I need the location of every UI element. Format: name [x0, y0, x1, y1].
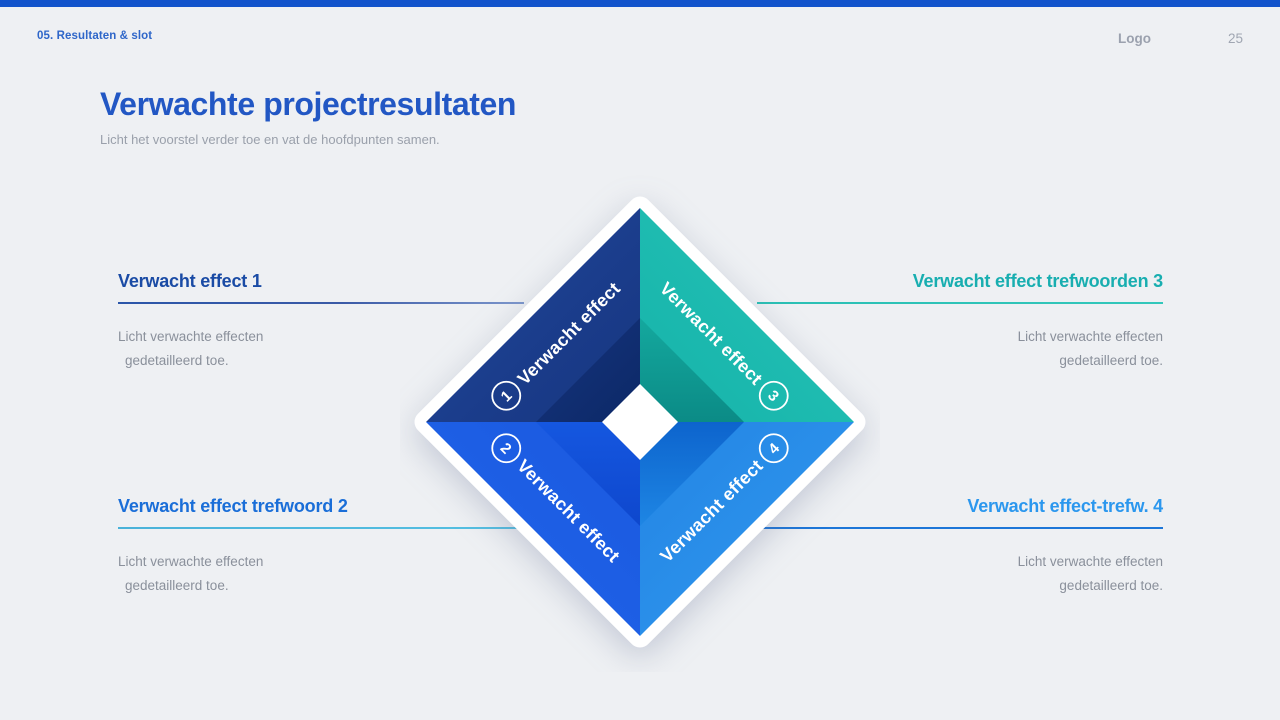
effect-desc-line: Licht verwachte effecten: [118, 554, 264, 569]
diamond-segment-2-inner: [536, 422, 640, 526]
effect-description-1: Licht verwachte effecten gedetailleerd t…: [118, 325, 524, 372]
effect-desc-line: gedetailleerd toe.: [125, 577, 229, 593]
effect-desc-line: gedetailleerd toe.: [1059, 577, 1163, 593]
page-subtitle: Licht het voorstel verder toe en vat de …: [100, 132, 440, 147]
page-title: Verwachte projectresultaten: [100, 86, 517, 122]
diamond-segment-1-inner: [536, 318, 640, 422]
effect-description-2: Licht verwachte effecten gedetailleerd t…: [118, 550, 524, 597]
diamond-segment-3-inner: [640, 318, 744, 422]
diamond-segment-3-outer: [640, 208, 854, 422]
effect-block-2: Verwacht effect trefwoord 2 Licht verwac…: [118, 496, 524, 597]
number-badge-circle: [758, 433, 789, 464]
diamond-segment-1-outer: [426, 208, 640, 422]
diamond-segment-4-inner: [640, 422, 744, 526]
diamond-segment-2-outer: [426, 422, 640, 636]
top-accent-bar: [0, 0, 1280, 7]
effect-block-4: Verwacht effect-trefw. 4 Licht verwachte…: [757, 496, 1163, 597]
effect-heading-2: Verwacht effect trefwoord 2: [118, 496, 348, 516]
effect-desc-line: Licht verwachte effecten: [1017, 329, 1163, 344]
effect-desc-line: gedetailleerd toe.: [125, 352, 229, 368]
effect-description-4: Licht verwachte effecten gedetailleerd t…: [757, 550, 1163, 597]
page-number: 25: [1227, 31, 1243, 46]
breadcrumb: 05. Resultaten & slot: [37, 30, 153, 42]
effect-desc-line: Licht verwachte effecten: [118, 329, 264, 344]
effect-divider-4: [757, 527, 1163, 529]
number-badge-circle: [491, 433, 522, 464]
effect-description-3: Licht verwachte effecten gedetailleerd t…: [757, 325, 1163, 372]
effect-heading-1: Verwacht effect 1: [118, 271, 262, 291]
effect-divider-1: [118, 302, 524, 304]
effect-divider-3: [757, 302, 1163, 304]
diamond-center: [602, 384, 678, 460]
number-badge-circle: [758, 380, 789, 411]
effect-desc-line: Licht verwachte effecten: [1017, 554, 1163, 569]
effect-block-1: Verwacht effect 1 Licht verwachte effect…: [118, 271, 524, 372]
diamond-diagram: 1 Verwacht effect Verwacht effect 3 2 Ve…: [414, 196, 866, 648]
number-badge-circle: [491, 380, 522, 411]
diamond-segment-4-outer: [640, 422, 854, 636]
effect-block-3: Verwacht effect trefwoorden 3 Licht verw…: [757, 271, 1163, 372]
effect-desc-line: gedetailleerd toe.: [1059, 352, 1163, 368]
effect-heading-3: Verwacht effect trefwoorden 3: [912, 271, 1163, 291]
logo-placeholder: Logo: [1118, 31, 1151, 46]
effect-divider-2: [118, 527, 524, 529]
effect-heading-4: Verwacht effect-trefw. 4: [967, 496, 1163, 516]
